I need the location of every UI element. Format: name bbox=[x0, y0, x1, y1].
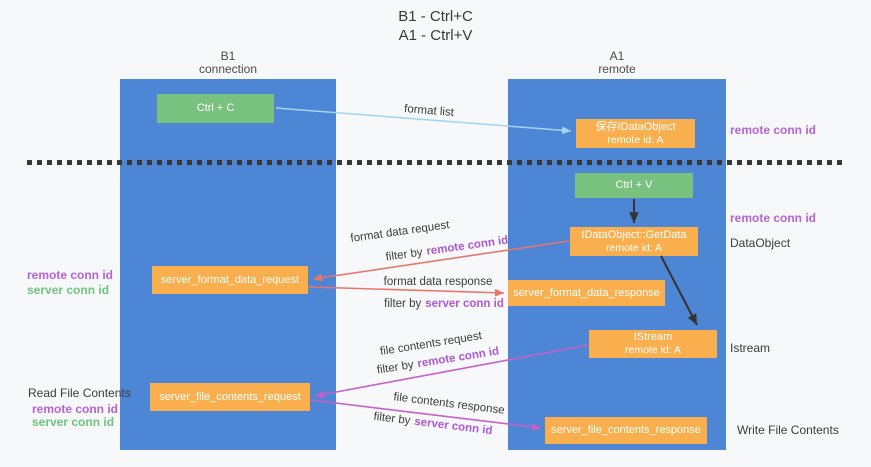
node-server-format-data-response: server_format_data_response bbox=[508, 280, 665, 306]
title-line-1: B1 - Ctrl+C bbox=[398, 8, 473, 25]
lifeline-header-b1: B1 connection bbox=[120, 50, 336, 76]
node-ctrl-c: Ctrl + C bbox=[157, 94, 274, 123]
node-server-file-contents-response: server_file_contents_response bbox=[545, 417, 707, 444]
node-getdata-line1: IDataObject::GetData bbox=[581, 228, 687, 241]
node-getdata-line2: remote id: A bbox=[605, 241, 663, 254]
left-remote-conn-id-1: remote conn id bbox=[27, 268, 114, 282]
right-remote-conn-id-2: remote conn id bbox=[730, 211, 817, 225]
node-save-idataobject: 保存IDataObject remote id: A bbox=[576, 119, 695, 148]
lifeline-a1-subtitle: remote bbox=[598, 62, 636, 76]
filter-by-text: filter by bbox=[376, 358, 415, 377]
right-istream-label: Istream bbox=[730, 341, 771, 355]
server-conn-id-highlight: server conn id bbox=[413, 415, 494, 438]
node-ctrl-c-label: Ctrl + C bbox=[196, 102, 235, 114]
left-server-conn-id-1: server conn id bbox=[27, 283, 110, 297]
node-server-format-data-request: server_format_data_request bbox=[152, 266, 308, 294]
node-server-file-contents-request: server_file_contents_request bbox=[150, 383, 310, 411]
node-format-response-label: server_format_data_response bbox=[513, 286, 660, 299]
lifeline-a1-name: A1 bbox=[609, 49, 625, 63]
node-idataobject-getdata: IDataObject::GetData remote id: A bbox=[570, 227, 698, 256]
file-contents-response-label: file contents response bbox=[392, 391, 506, 417]
node-save-idataobject-line1: 保存IDataObject bbox=[595, 120, 676, 133]
right-dataobject-label: DataObject bbox=[730, 236, 791, 250]
lifeline-header-a1: A1 remote bbox=[508, 50, 726, 76]
left-read-file-contents-label: Read File Contents bbox=[28, 386, 131, 400]
filter-by-text: filter by bbox=[384, 298, 422, 310]
filter-by-text: filter by bbox=[372, 410, 412, 428]
server-conn-id-highlight: server conn id bbox=[425, 298, 504, 310]
remote-conn-id-highlight: remote conn id bbox=[425, 234, 509, 258]
format-data-request-label: format data request bbox=[349, 219, 451, 245]
format-list-label: format list bbox=[403, 103, 455, 119]
filter-by-text: filter by bbox=[385, 246, 424, 264]
node-format-request-label: server_format_data_request bbox=[160, 273, 300, 286]
left-server-conn-id-2: server conn id bbox=[32, 415, 115, 429]
format-data-response-label: format data response bbox=[383, 276, 493, 288]
lifeline-b1-name: B1 bbox=[220, 49, 236, 63]
right-write-file-contents-label: Write File Contents bbox=[737, 423, 839, 437]
node-file-request-label: server_file_contents_request bbox=[159, 390, 301, 403]
node-istream-line1: IStream bbox=[633, 331, 673, 343]
diagram-title: B1 - Ctrl+C A1 - Ctrl+V bbox=[0, 7, 871, 45]
node-istream: IStream remote id: A bbox=[589, 330, 717, 358]
lifeline-b1-subtitle: connection bbox=[198, 62, 258, 76]
left-remote-conn-id-2: remote conn id bbox=[32, 402, 119, 416]
title-line-2: A1 - Ctrl+V bbox=[398, 27, 473, 44]
node-ctrl-v: Ctrl + V bbox=[575, 173, 693, 198]
node-istream-line2: remote id: A bbox=[624, 344, 682, 356]
node-save-idataobject-line2: remote id: A bbox=[607, 133, 664, 146]
phase-separator-dashed-line bbox=[27, 160, 845, 165]
node-file-response-label: server_file_contents_response bbox=[551, 424, 701, 436]
right-remote-conn-id-1: remote conn id bbox=[730, 123, 817, 137]
node-ctrl-v-label: Ctrl + V bbox=[615, 179, 653, 191]
